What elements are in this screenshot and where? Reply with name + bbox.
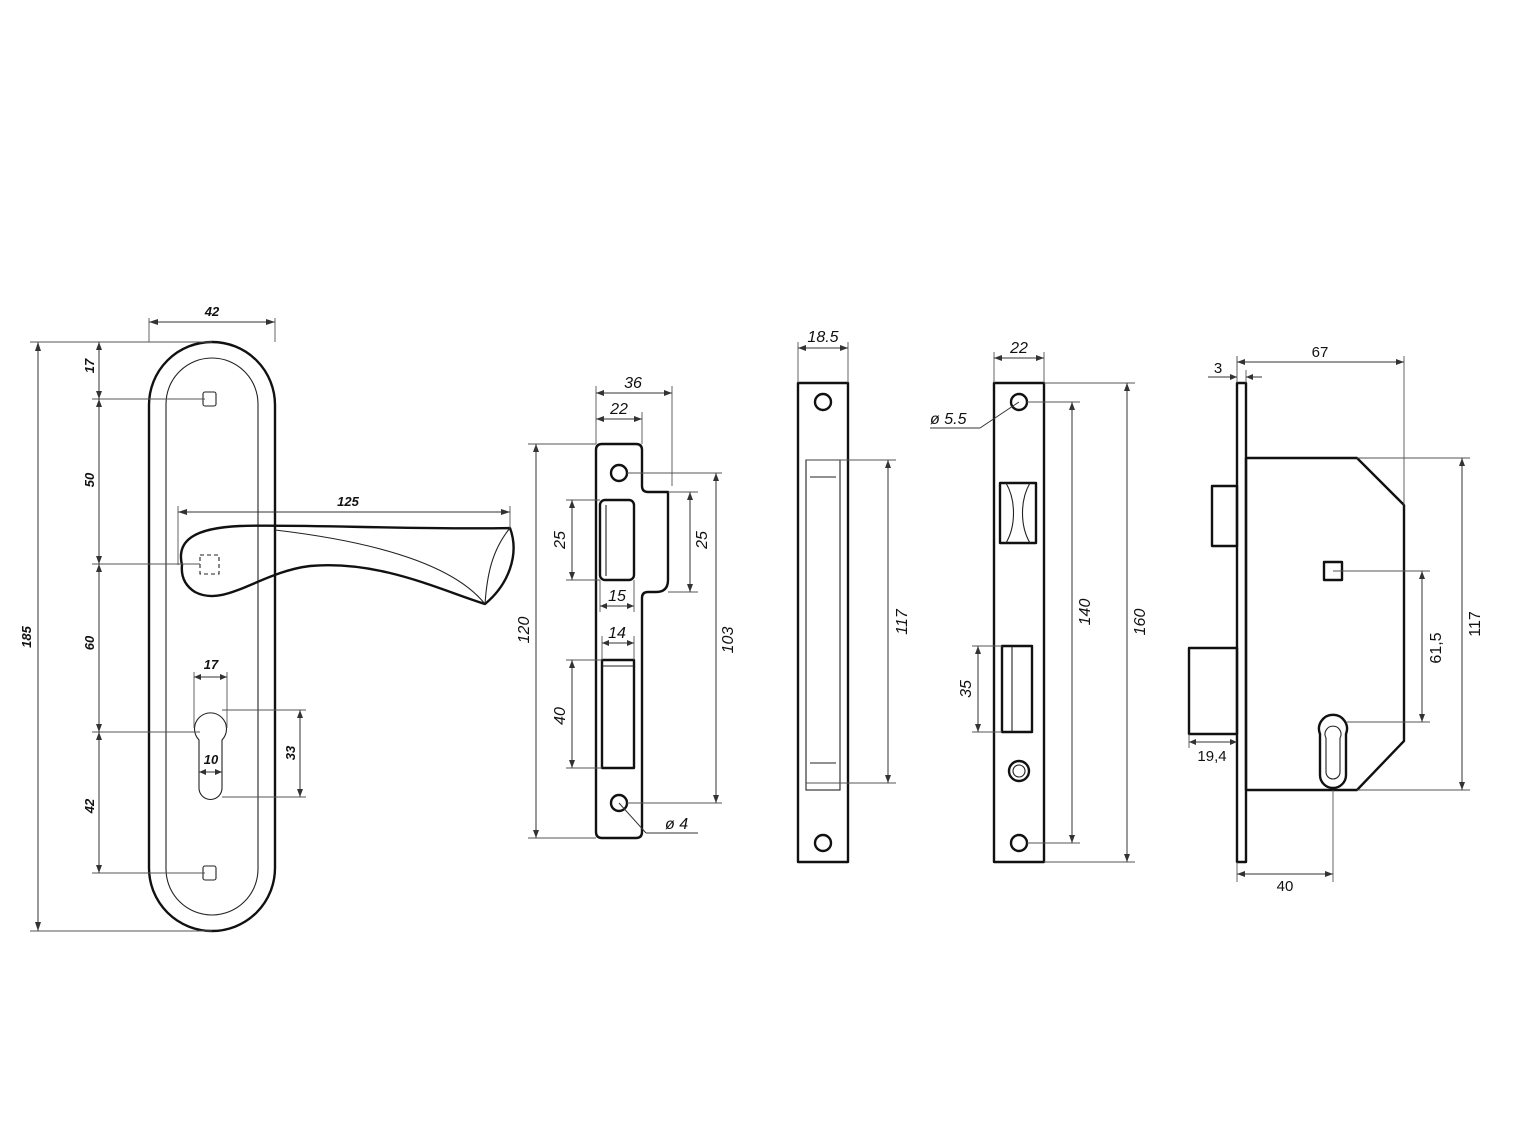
spindle-square <box>199 554 220 575</box>
dead-bolt <box>1000 644 1034 734</box>
lock-faceplate-edge <box>1235 381 1248 864</box>
hole-diameter-label: ø 4 <box>665 816 688 833</box>
face-plate-width-label: 18.5 <box>807 329 838 346</box>
face-plate-outline <box>796 381 850 864</box>
lock-front-view: 22 ø 5.5 140 160 35 <box>930 340 1149 864</box>
cylinder-width-label: 17 <box>204 657 219 672</box>
hole-spacing-label: 103 <box>720 627 737 654</box>
spindle-hole <box>1007 759 1031 783</box>
strike-height-label: 120 <box>516 617 533 644</box>
strike-inner-width-label: 22 <box>609 401 628 418</box>
plate-width-label: 42 <box>204 304 220 319</box>
lock-front-width-label: 22 <box>1009 340 1028 357</box>
latch-projection <box>1210 484 1239 548</box>
faceplate-thickness-label: 3 <box>1214 360 1222 377</box>
slot-width-label: 10 <box>204 752 219 767</box>
cylinder-profile <box>1317 713 1349 790</box>
lever-length-label: 125 <box>337 494 359 509</box>
lock-depth-label: 67 <box>1312 344 1329 361</box>
bolt-projection-label: 19,4 <box>1197 748 1226 765</box>
spacing-cylinder-label: 60 <box>82 635 97 650</box>
lock-hole-spacing-label: 140 <box>1077 599 1094 626</box>
face-plate-view: 18.5 117 <box>796 329 911 864</box>
backset-label: 40 <box>1277 878 1294 895</box>
strike-top-hole <box>609 463 629 483</box>
face-plate-bottom-hole <box>813 833 833 853</box>
latch-slot-height-label: 25 <box>552 531 569 550</box>
strike-plate-outline <box>594 442 670 840</box>
bolt-slot-width-label: 14 <box>608 625 626 642</box>
spacing-top-label: 17 <box>82 358 97 373</box>
cylinder-height-label: 33 <box>283 745 298 760</box>
lip-height-label: 25 <box>694 531 711 550</box>
bolt-slot <box>600 658 636 770</box>
strike-plate-view: 36 22 120 25 15 25 <box>516 375 737 840</box>
bolt-slot-height-label: 40 <box>552 707 569 725</box>
handle-plate-inner-outline <box>165 357 259 916</box>
lock-front-bottom-hole <box>1009 833 1029 853</box>
spacing-bottom-label: 42 <box>82 798 97 814</box>
cylinder-keyhole <box>193 712 228 800</box>
latch-slot <box>598 498 636 582</box>
lock-front-outline <box>992 381 1046 864</box>
face-plate-recess <box>805 459 841 791</box>
lever-tip-curve <box>484 527 511 605</box>
body-height-label: 117 <box>1467 611 1484 637</box>
lock-hole-diameter-label: ø 5.5 <box>930 411 967 428</box>
lock-body-view: 3 67 40 19,4 61,5 117 <box>1187 344 1484 895</box>
lock-case-outline <box>1244 456 1406 792</box>
handle-plate-view: 42 185 17 50 60 42 125 <box>19 304 515 933</box>
bolt-projection <box>1187 646 1239 736</box>
spacing-handle-label: 50 <box>82 472 97 487</box>
bolt-height-label: 35 <box>958 680 975 698</box>
face-plate-length-label: 117 <box>894 608 911 635</box>
center-distance-label: 61,5 <box>1428 632 1445 663</box>
lever-edge-line <box>274 529 486 605</box>
lock-height-label: 160 <box>1132 609 1149 636</box>
plate-height-label: 185 <box>19 625 34 647</box>
latch-slot-width-label: 15 <box>608 588 626 605</box>
face-plate-top-hole <box>813 392 833 412</box>
lever-handle <box>179 524 515 606</box>
strike-width-label: 36 <box>624 375 642 392</box>
handle-plate-outline <box>147 340 277 933</box>
latch-bolt <box>998 481 1038 545</box>
